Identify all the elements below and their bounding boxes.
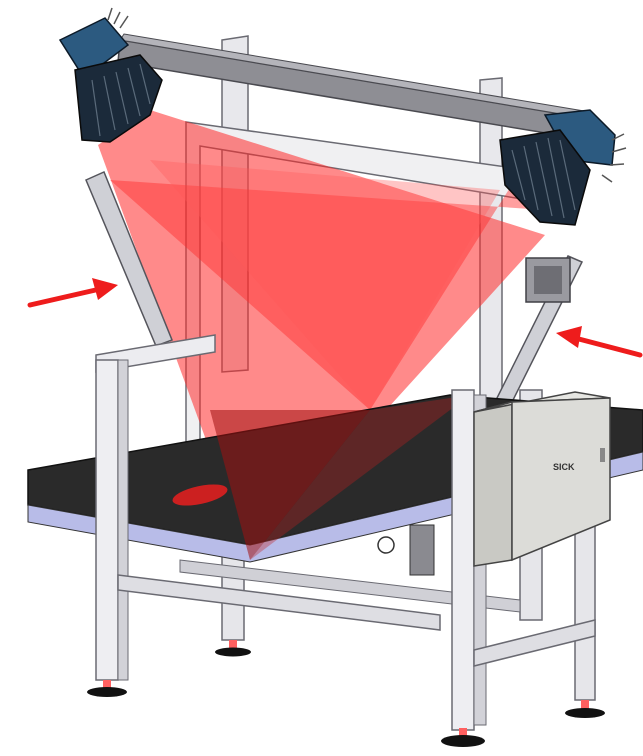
cabinet-front [511, 397, 611, 562]
scanner-left-body [58, 17, 130, 80]
front-left-leg-inner [117, 359, 129, 681]
arrow-right-icon [27, 278, 118, 308]
control-cabinet: SICK [473, 391, 611, 567]
scanner-right-heatsink [499, 129, 591, 226]
lower-rail-right [473, 619, 596, 667]
lower-rail-left [117, 574, 441, 631]
laser-beams-lower [210, 395, 470, 560]
part-on-belt [172, 484, 228, 506]
cabinet-side [473, 401, 513, 567]
drive-unit [377, 524, 435, 576]
foot-front-left [87, 680, 127, 697]
right-mounted-device [525, 257, 571, 303]
foot-back-right [565, 700, 605, 718]
laser-beam-right [110, 175, 545, 410]
leveling-feet [87, 640, 605, 747]
left-guide-bar [85, 170, 173, 347]
laser-beam-lower-left [210, 410, 370, 560]
scanner-right [499, 109, 627, 226]
arrow-left-icon [556, 326, 643, 358]
scanner-left-heatsink [74, 54, 163, 143]
lower-rail-back [179, 559, 521, 613]
side-guides [85, 170, 584, 411]
front-frame [95, 334, 596, 731]
laser-beam-overlap [150, 160, 500, 410]
laser-beam-lower-right [250, 395, 470, 560]
foot-back-left [215, 640, 251, 657]
gantry-crossbar-top [119, 33, 591, 119]
cabinet-logo: SICK [553, 462, 575, 472]
front-right-leg-outer [451, 389, 475, 731]
scanner-left [58, 7, 163, 143]
front-left-leg-outer [95, 359, 119, 681]
cabinet-handle [600, 448, 605, 462]
foot-front-right [441, 728, 485, 747]
